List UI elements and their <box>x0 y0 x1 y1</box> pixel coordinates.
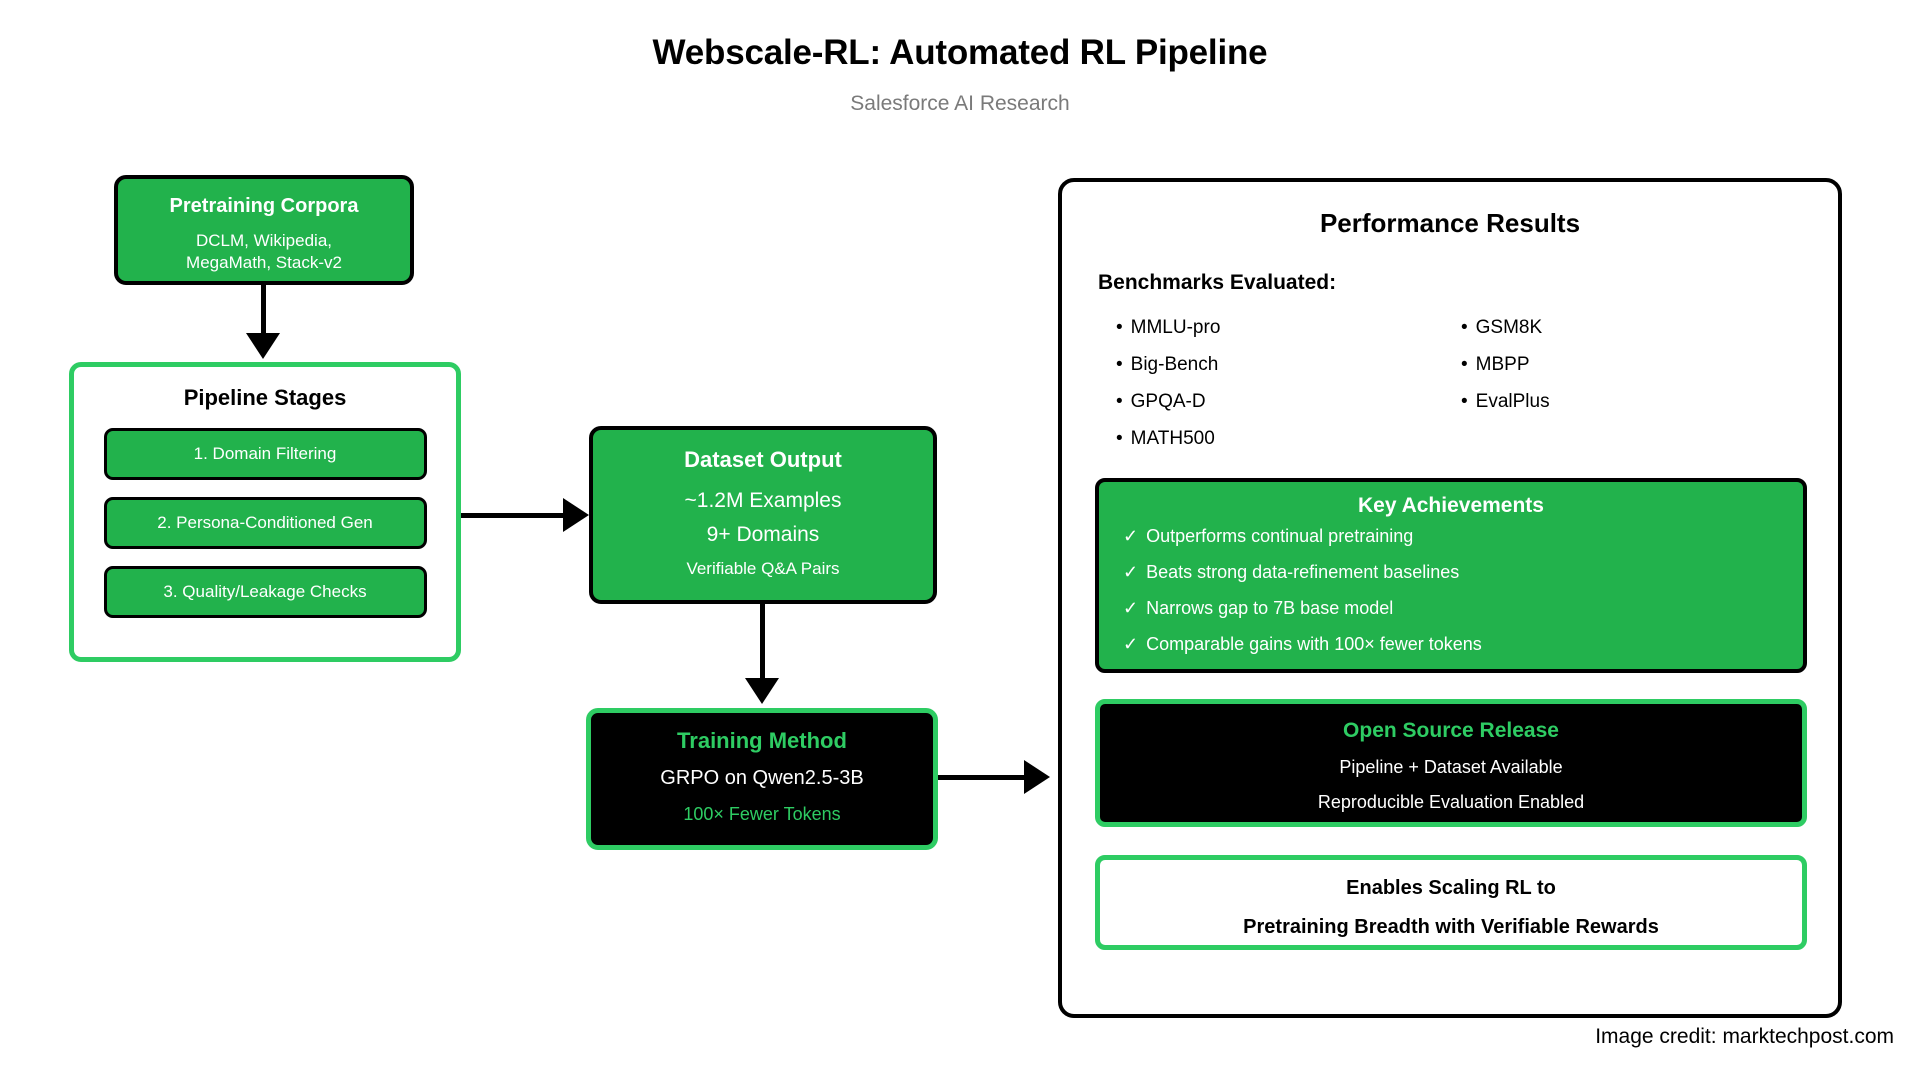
key-achievement-label: Narrows gap to 7B base model <box>1146 598 1394 618</box>
connector-stages-to-dataset-line <box>461 513 567 518</box>
key-achievements-title: Key Achievements <box>1358 494 1544 517</box>
training-method-algorithm: GRPO on Qwen2.5-3B <box>660 767 864 789</box>
benchmarks-list: • MMLU-pro • GSM8K • Big-Bench • MBPP • GPQA-… <box>1116 309 1838 457</box>
pretraining-corpora-line2: MegaMath, Stack-v2 <box>186 253 342 272</box>
key-achievement-item: ✓ Beats strong data-refinement baselines <box>1123 554 1803 590</box>
connector-corpora-to-stages-line <box>261 285 266 337</box>
key-achievement-label: Outperforms continual pretraining <box>1146 526 1414 546</box>
benchmark-label: GSM8K <box>1475 317 1543 338</box>
bullet-icon: • <box>1116 391 1123 412</box>
key-achievement-item: ✓ Narrows gap to 7B base model <box>1123 590 1803 626</box>
pretraining-corpora-box: Pretraining Corpora DCLM, Wikipedia, Meg… <box>114 175 414 285</box>
key-achievement-label: Beats strong data-refinement baselines <box>1146 562 1460 582</box>
benchmarks-evaluated-heading: Benchmarks Evaluated: <box>1098 271 1337 294</box>
benchmark-label: MATH500 <box>1130 428 1215 449</box>
training-method-title: Training Method <box>677 728 847 753</box>
connector-dataset-to-training-arrow <box>745 678 779 704</box>
benchmark-item: • GSM8K <box>1461 309 1806 346</box>
key-achievements-box: Key Achievements ✓ Outperforms continual … <box>1095 478 1807 673</box>
benchmark-item: • MMLU-pro <box>1116 309 1461 346</box>
training-method-box: Training Method GRPO on Qwen2.5-3B 100× … <box>586 708 938 850</box>
performance-results-title: Performance Results <box>1319 208 1581 238</box>
pipeline-stage-1[interactable]: 1. Domain Filtering <box>103 428 427 480</box>
pretraining-corpora-title: Pretraining Corpora <box>169 195 359 217</box>
training-method-tokens: 100× Fewer Tokens <box>683 804 841 824</box>
benchmark-label: EvalPlus <box>1475 391 1550 412</box>
benchmark-item-empty <box>1461 420 1806 457</box>
benchmark-label: GPQA-D <box>1130 391 1206 412</box>
dataset-output-title: Dataset Output <box>684 447 842 472</box>
benchmark-label: MMLU-pro <box>1130 317 1221 338</box>
check-icon: ✓ <box>1123 562 1139 582</box>
pretraining-corpora-line1: DCLM, Wikipedia, <box>195 231 333 250</box>
benchmark-item: • EvalPlus <box>1461 383 1806 420</box>
pipeline-stages-box: Pipeline Stages 1. Domain Filtering 2. P… <box>69 362 461 662</box>
summary-line1: Enables Scaling RL to <box>1346 877 1556 899</box>
performance-results-panel: Performance Results Benchmarks Evaluated… <box>1058 178 1842 1018</box>
summary-line2: Pretraining Breadth with Verifiable Rewa… <box>1243 916 1659 938</box>
dataset-output-examples: ~1.2M Examples <box>684 489 842 512</box>
bullet-icon: • <box>1116 317 1123 338</box>
image-credit: Image credit: marktechpost.com <box>1595 1025 1894 1048</box>
bullet-icon: • <box>1116 428 1123 449</box>
connector-training-to-performance-line <box>938 775 1028 780</box>
connector-corpora-to-stages-arrow <box>246 333 280 359</box>
benchmark-item: • Big-Bench <box>1116 346 1461 383</box>
bullet-icon: • <box>1461 391 1468 412</box>
pipeline-stages-title: Pipeline Stages <box>183 385 347 410</box>
open-source-line1: Pipeline + Dataset Available <box>1339 757 1563 777</box>
dataset-output-pairs: Verifiable Q&A Pairs <box>686 559 840 578</box>
key-achievement-label: Comparable gains with 100× fewer tokens <box>1146 634 1482 654</box>
benchmark-item: • MATH500 <box>1116 420 1461 457</box>
check-icon: ✓ <box>1123 598 1139 618</box>
pipeline-stage-2[interactable]: 2. Persona-Conditioned Gen <box>103 497 427 549</box>
benchmark-label: MBPP <box>1475 354 1530 375</box>
open-source-release-title: Open Source Release <box>1343 719 1559 742</box>
pretraining-corpora-sources: DCLM, Wikipedia, MegaMath, Stack-v2 <box>118 230 410 274</box>
summary-box: Enables Scaling RL to Pretraining Breadt… <box>1095 855 1807 950</box>
dataset-output-box: Dataset Output ~1.2M Examples 9+ Domains… <box>589 426 937 604</box>
bullet-icon: • <box>1461 354 1468 375</box>
bullet-icon: • <box>1116 354 1123 375</box>
key-achievement-item: ✓ Outperforms continual pretraining <box>1123 518 1803 554</box>
open-source-release-box: Open Source Release Pipeline + Dataset A… <box>1095 699 1807 827</box>
check-icon: ✓ <box>1123 526 1139 546</box>
connector-training-to-performance-arrow <box>1024 760 1050 794</box>
pipeline-stage-3[interactable]: 3. Quality/Leakage Checks <box>103 566 427 618</box>
benchmark-item: • GPQA-D <box>1116 383 1461 420</box>
page-title: Webscale-RL: Automated RL Pipeline <box>652 33 1268 72</box>
connector-dataset-to-training-line <box>760 604 765 682</box>
bullet-icon: • <box>1461 317 1468 338</box>
dataset-output-domains: 9+ Domains <box>706 523 820 546</box>
open-source-line2: Reproducible Evaluation Enabled <box>1317 792 1585 812</box>
benchmark-label: Big-Bench <box>1130 354 1219 375</box>
benchmark-item: • MBPP <box>1461 346 1806 383</box>
key-achievement-item: ✓ Comparable gains with 100× fewer tokens <box>1123 626 1803 662</box>
check-icon: ✓ <box>1123 634 1139 654</box>
connector-stages-to-dataset-arrow <box>563 498 589 532</box>
page-subtitle: Salesforce AI Research <box>850 92 1070 115</box>
